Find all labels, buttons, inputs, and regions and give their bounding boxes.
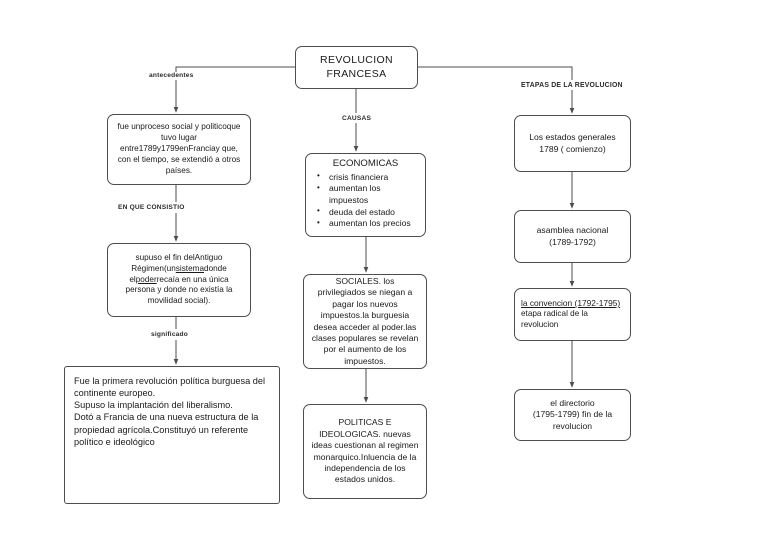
etapa4-line-3: revolucion — [552, 420, 593, 431]
node-etapa-el-directorio[interactable]: el directorio (1795-1799) fin de la revo… — [514, 389, 631, 441]
node-antecedentes-text[interactable]: fue unproceso social y politicoque tuvo … — [107, 114, 251, 185]
etapa4-line-1: el directorio — [550, 397, 595, 408]
etapa2-line-2: (1789-1792) — [549, 236, 596, 247]
significado-line-2: Supuso la implantación del liberalismo. — [74, 400, 233, 411]
etapa3-line-2: etapa radical de la revolucion — [521, 309, 588, 330]
node-causas-politicas-ideologicas[interactable]: POLITICAS E IDEOLOGICAS. nuevas ideas cu… — [303, 404, 427, 499]
consistio-underline-sistema: sistema — [175, 263, 205, 273]
edge-label-causas: CAUSAS — [339, 115, 375, 122]
node-etapa-la-convencion[interactable]: la convencion (1792-1795) etapa radical … — [514, 288, 631, 341]
node-causas-sociales[interactable]: SOCIALES. los privilegiados se niegan a … — [303, 274, 427, 369]
consistio-text-part2: donde el — [129, 263, 227, 284]
node-causas-economicas[interactable]: ECONOMICAS crisis financiera aumentan lo… — [305, 153, 426, 237]
etapa2-line-1: asamblea nacional — [536, 225, 609, 236]
politicas-text: POLITICAS E IDEOLOGICAS. nuevas ideas cu… — [311, 417, 419, 485]
root-node-revolucion-francesa[interactable]: REVOLUCION FRANCESA — [295, 46, 418, 89]
edge-label-en-que-consistio: EN QUE CONSISTIO — [115, 204, 188, 211]
etapa1-line-2: 1789 ( comienzo) — [539, 143, 606, 154]
economicas-bullet-list: crisis financiera aumentan los impuestos… — [312, 171, 419, 230]
economicas-heading: ECONOMICAS — [332, 158, 399, 169]
economicas-bullet: aumentan los precios — [315, 218, 419, 230]
consistio-text-part3: recaía en una única persona y donde no e… — [125, 274, 233, 306]
significado-line-3: Dotó a Francia de una nueva estructura d… — [74, 412, 259, 447]
etapa4-line-2: (1795-1799) fin de la — [532, 409, 613, 420]
consistio-text-part1: supuso el fin delAntiguo Régimen(un — [131, 252, 223, 273]
root-node-label: REVOLUCION FRANCESA — [320, 53, 393, 80]
edge-label-significado: significado — [148, 331, 192, 338]
consistio-underline-poder: poder — [135, 274, 157, 284]
significado-line-1: Fue la primera revolución política burgu… — [74, 376, 265, 399]
consistio-text: supuso el fin delAntiguo Régimen(unsiste… — [115, 253, 243, 307]
economicas-bullet: deuda del estado — [315, 206, 419, 219]
node-etapa-estados-generales[interactable]: Los estados generales 1789 ( comienzo) — [514, 115, 631, 172]
edge-root-to-right — [418, 66, 573, 80]
edge-label-etapas-de-la-revolucion: ETAPAS DE LA REVOLUCION — [518, 82, 626, 89]
node-etapa-asamblea-nacional[interactable]: asamblea nacional (1789-1792) — [514, 210, 631, 263]
sociales-text: SOCIALES. los privilegiados se niegan a … — [311, 276, 419, 366]
node-significado-text[interactable]: Fue la primera revolución política burgu… — [64, 366, 280, 504]
economicas-bullet: aumentan los impuestos — [315, 183, 419, 206]
etapa1-line-1: Los estados generales — [529, 132, 616, 143]
antecedentes-text: fue unproceso social y politicoque tuvo … — [117, 122, 241, 175]
economicas-bullet: crisis financiera — [315, 171, 419, 184]
edge-label-antecedentes: antecedentes — [146, 72, 197, 79]
etapa3-line-1: la convencion (1792-1795) — [521, 298, 621, 309]
node-en-que-consistio-text[interactable]: supuso el fin delAntiguo Régimen(unsiste… — [107, 243, 251, 317]
